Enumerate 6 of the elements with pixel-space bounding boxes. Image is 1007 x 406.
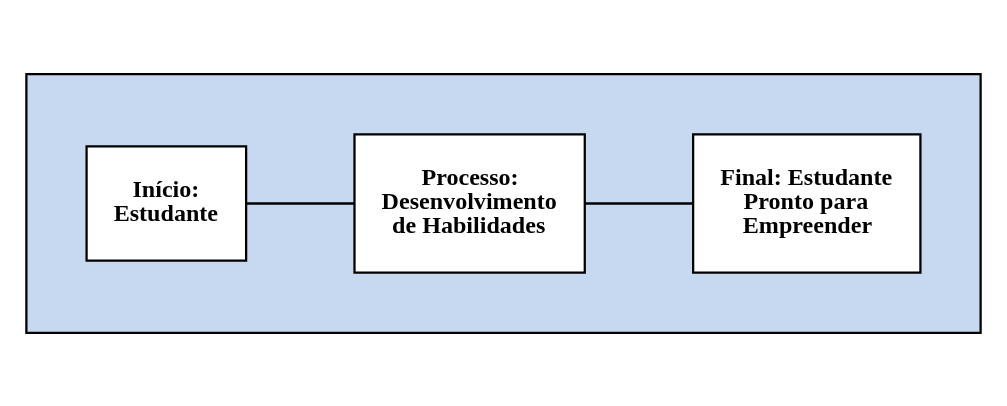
connector xyxy=(585,201,693,205)
connector xyxy=(246,201,355,205)
node-box: Final: Estudante Pronto para Empreender xyxy=(692,132,922,274)
node-box: Processo: Desenvolvimento de Habilidades xyxy=(353,132,586,274)
node-box: Início: Estudante xyxy=(85,144,248,262)
cluster xyxy=(25,72,982,334)
